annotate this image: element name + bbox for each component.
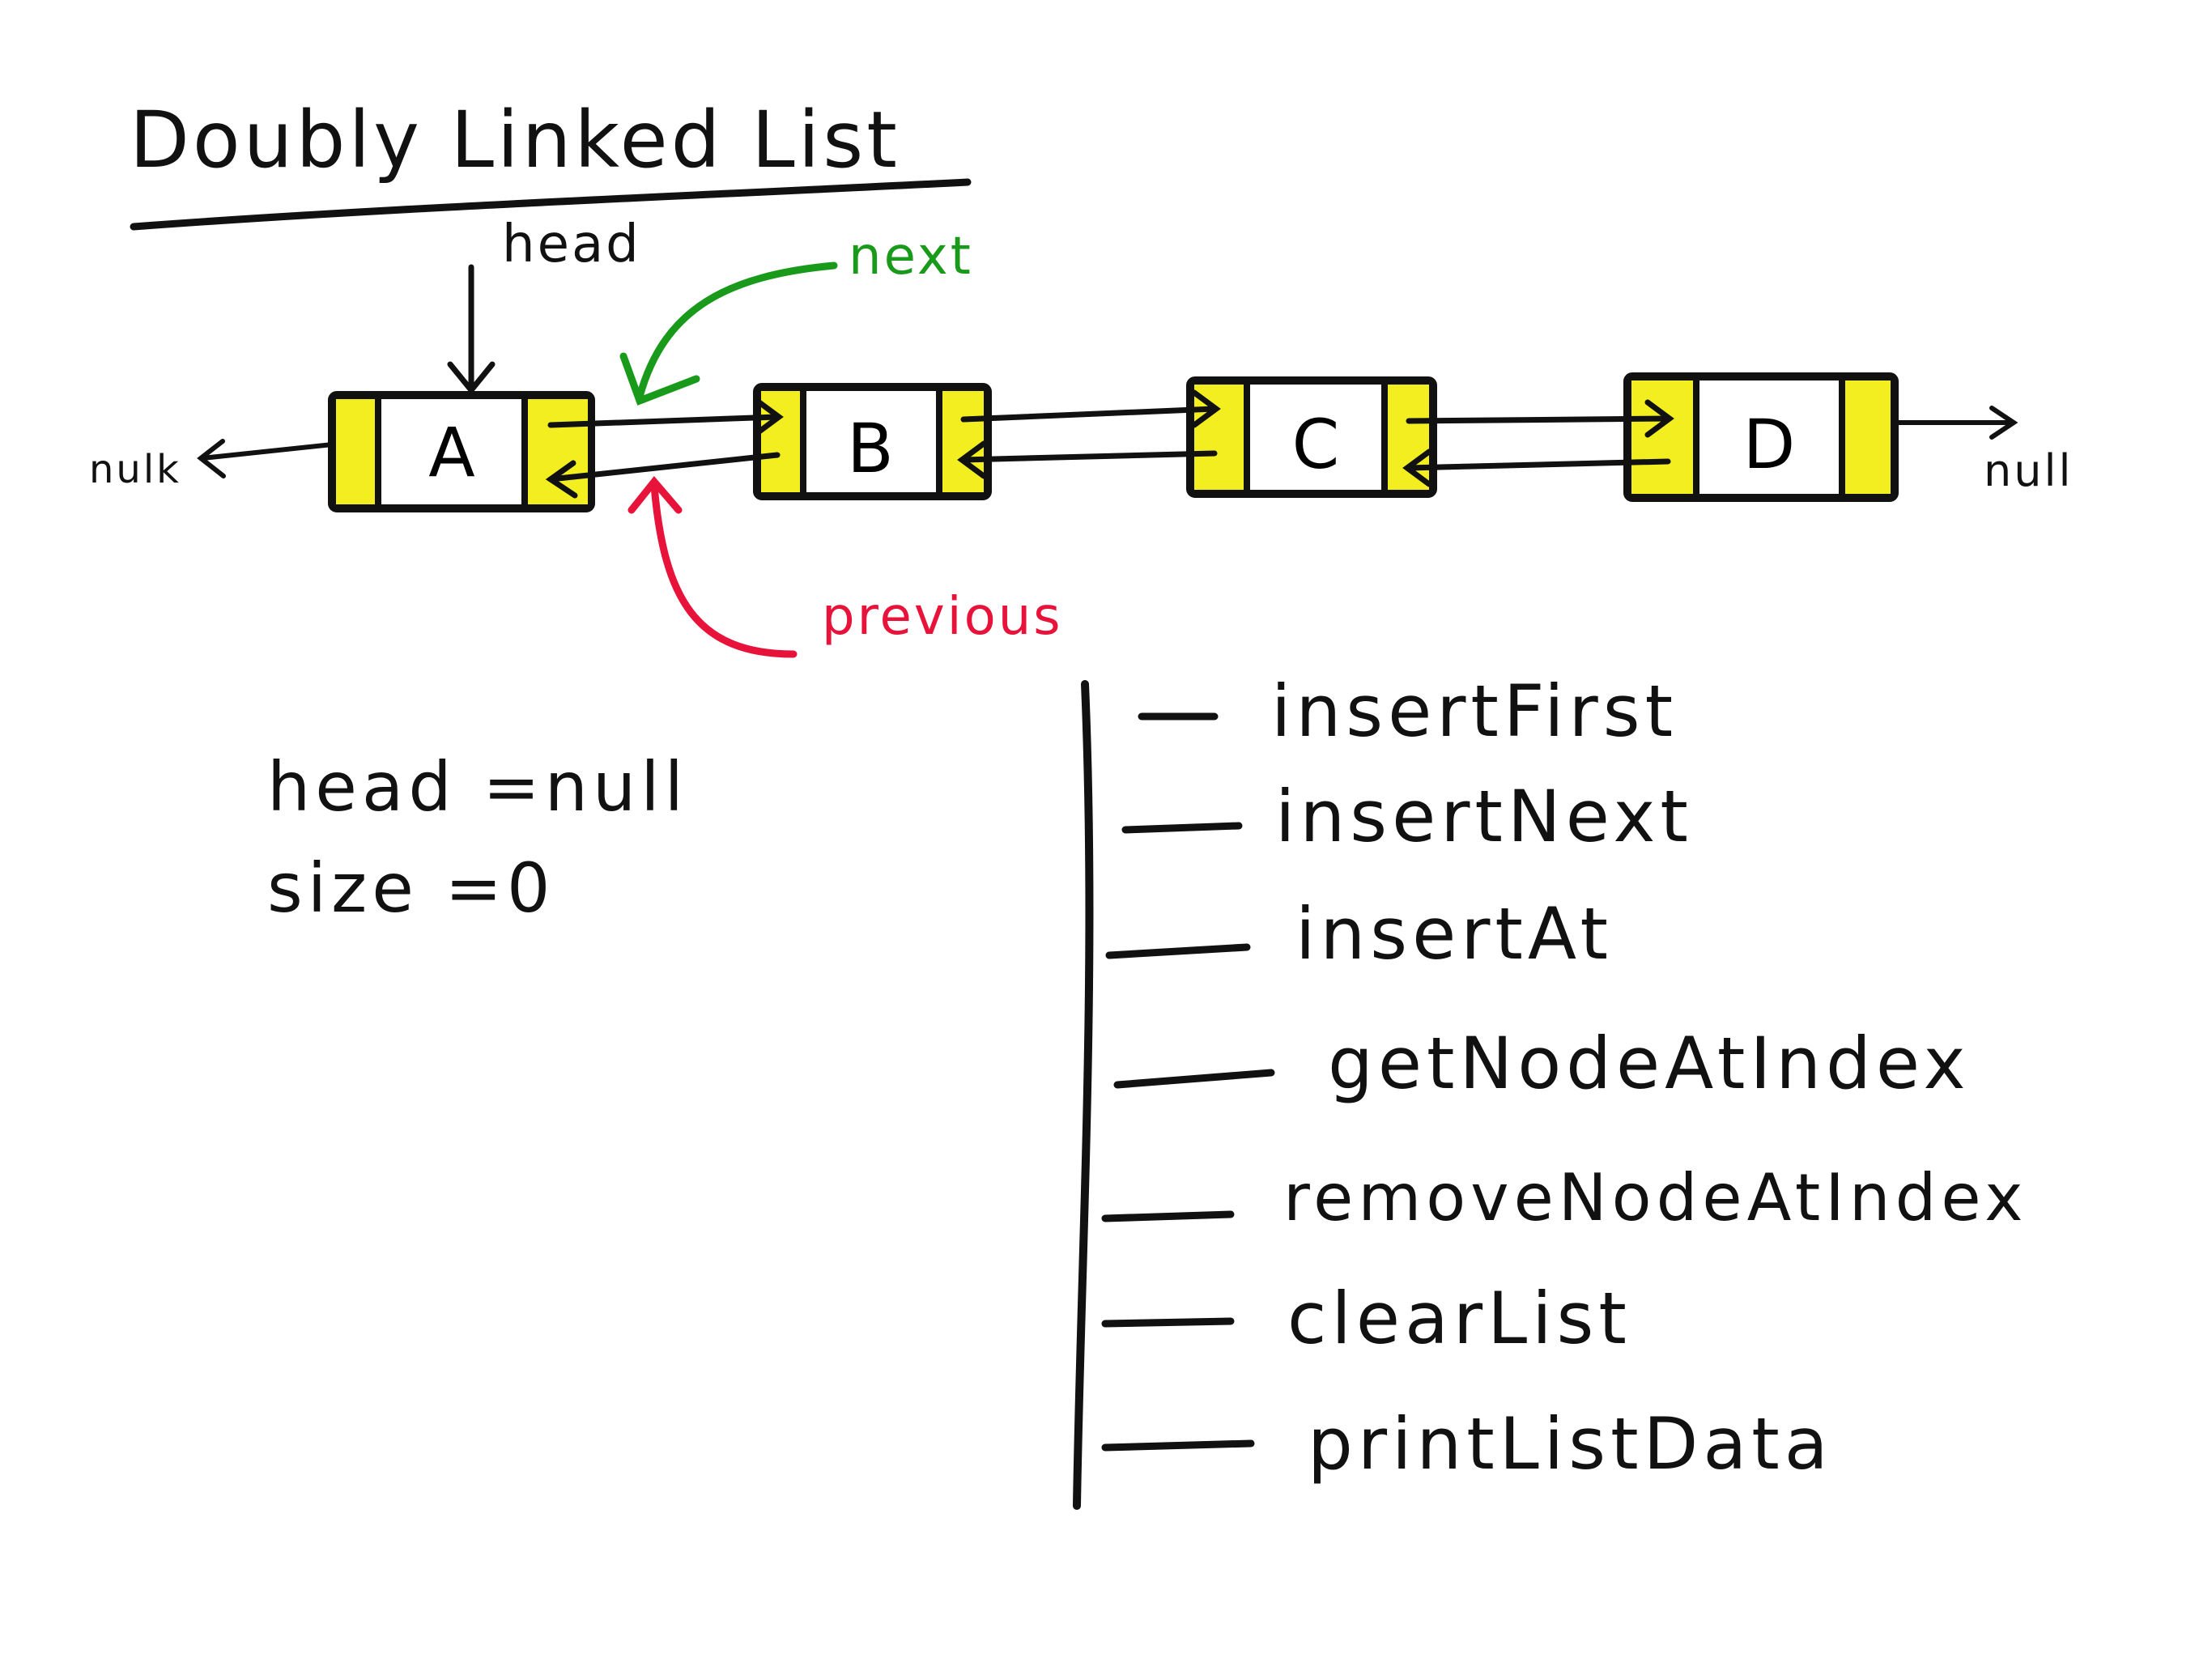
method-insert-first: insertFirst — [1271, 670, 1678, 753]
methods-bracket — [1073, 680, 1094, 1510]
method-dashes — [1101, 712, 1275, 1452]
left-null-arrow — [197, 439, 342, 478]
method-remove-node-at-index: removeNodeAtIndex — [1283, 1160, 2028, 1235]
next-pointer-arrow — [619, 261, 838, 406]
method-get-node-at-index: getNodeAtIndex — [1328, 1022, 1971, 1105]
title-underline — [130, 178, 972, 231]
forward-links — [547, 389, 1674, 438]
node-a-value: A — [428, 413, 475, 492]
node-c — [1186, 376, 1437, 498]
method-print-list-data: printListData — [1308, 1402, 1833, 1486]
next-label: next — [849, 227, 973, 287]
size-state: size =0 — [267, 848, 555, 928]
head-label: head — [502, 215, 641, 274]
node-d-value: D — [1742, 405, 1796, 484]
method-insert-next: insertNext — [1275, 775, 1693, 858]
node-a — [328, 391, 595, 512]
left-null-label: nulk — [89, 447, 181, 492]
right-null-arrow — [1884, 406, 2018, 440]
head-state: head =null — [267, 747, 688, 827]
previous-label: previous — [822, 587, 1063, 647]
method-clear-list: clearList — [1287, 1277, 1631, 1360]
diagram-title: Doubly Linked List — [130, 95, 900, 185]
node-b-value: B — [847, 409, 894, 488]
method-insert-at: insertAt — [1295, 892, 1614, 976]
node-c-value: C — [1291, 405, 1340, 484]
previous-pointer-arrow — [627, 475, 798, 658]
backward-links — [545, 440, 1671, 499]
node-d — [1623, 372, 1899, 502]
head-pointer-arrow — [447, 264, 496, 395]
right-null-label: null — [1984, 445, 2074, 496]
